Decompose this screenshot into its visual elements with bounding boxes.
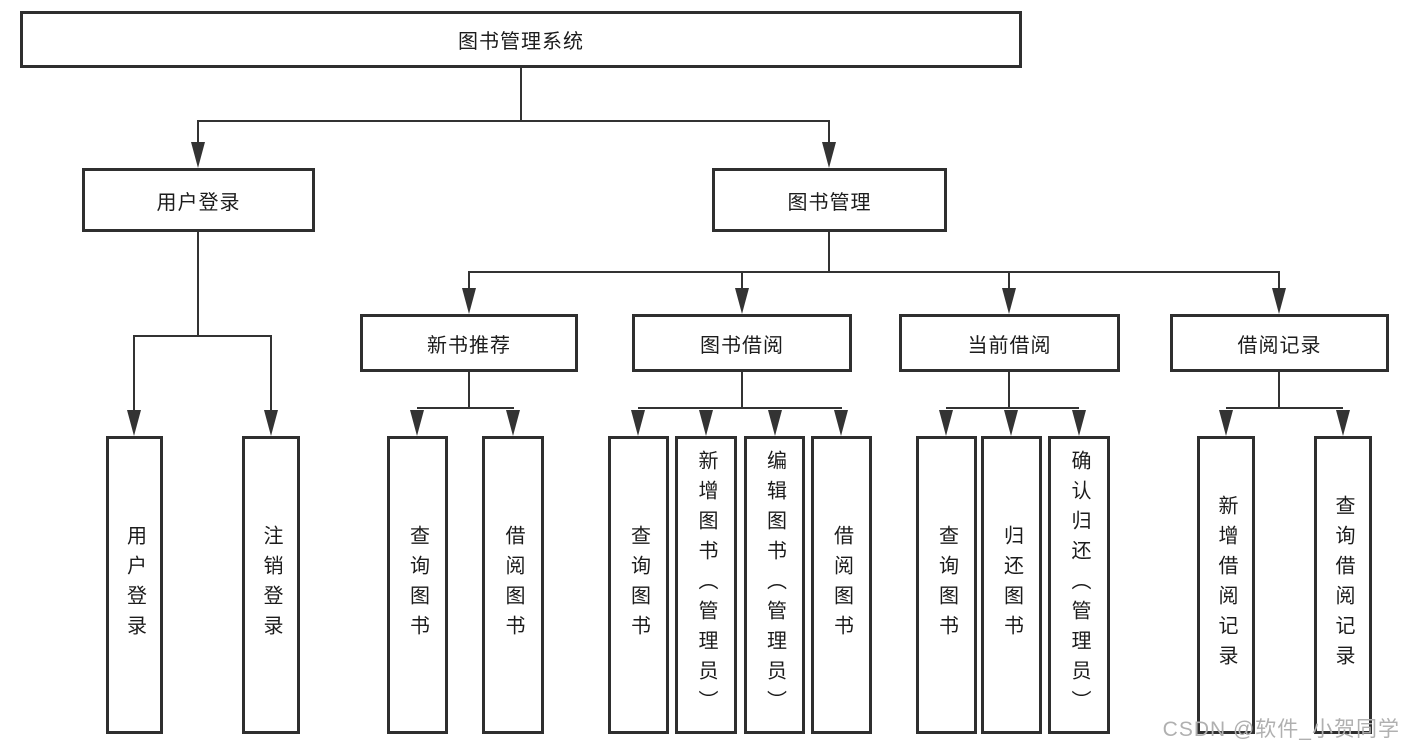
leaf-add-book-admin: 新增图书（管理员） xyxy=(675,436,737,734)
leaf-logout: 注销登录 xyxy=(242,436,300,734)
connector-book-mgmt-drop xyxy=(828,232,830,272)
leaf-confirm-return-admin: 确认归还（管理员） xyxy=(1048,436,1110,734)
arrow-down-icon xyxy=(822,142,836,168)
connector-current-drop xyxy=(1008,372,1010,408)
node-new-book-recommend-label: 新书推荐 xyxy=(427,334,511,357)
leaf-borrow-book: 借阅图书 xyxy=(811,436,872,734)
leaf-add-book-admin-label: 新增图书（管理员） xyxy=(695,450,717,720)
arrow-down-icon xyxy=(735,288,749,314)
connector-user-login-drop xyxy=(197,232,199,336)
node-user-login-label: 用户登录 xyxy=(156,191,241,214)
connector-borrow-drop xyxy=(741,372,743,408)
connector-level3-stub xyxy=(741,271,743,292)
connector-records-bus xyxy=(1226,407,1343,409)
leaf-recommend-query-book-label: 查询图书 xyxy=(406,525,429,645)
arrow-down-icon xyxy=(939,410,953,436)
arrow-down-icon xyxy=(768,410,782,436)
connector-level3-bus xyxy=(468,271,1280,273)
leaf-current-query-book: 查询图书 xyxy=(916,436,977,734)
connector-recommend-drop xyxy=(468,372,470,408)
node-borrow-records-label: 借阅记录 xyxy=(1237,334,1322,357)
node-new-book-recommend: 新书推荐 xyxy=(360,314,578,372)
connector-records-drop xyxy=(1278,372,1280,408)
arrow-down-icon xyxy=(410,410,424,436)
connector-level3-stub xyxy=(1278,271,1280,292)
leaf-current-query-book-label: 查询图书 xyxy=(935,525,958,645)
node-borrow-records: 借阅记录 xyxy=(1170,314,1389,372)
arrow-down-icon xyxy=(264,410,278,436)
leaf-confirm-return-admin-label: 确认归还（管理员） xyxy=(1068,450,1090,720)
connector-user-login-stub xyxy=(197,120,199,146)
arrow-down-icon xyxy=(1272,288,1286,314)
node-book-management: 图书管理 xyxy=(712,168,947,232)
arrow-down-icon xyxy=(1336,410,1350,436)
node-book-management-label: 图书管理 xyxy=(787,191,872,214)
arrow-down-icon xyxy=(834,410,848,436)
arrow-down-icon xyxy=(1004,410,1018,436)
arrow-down-icon xyxy=(1219,410,1233,436)
leaf-recommend-borrow-book: 借阅图书 xyxy=(482,436,544,734)
leaf-user-login: 用户登录 xyxy=(106,436,163,734)
leaf-user-login-label: 用户登录 xyxy=(123,525,146,645)
connector-borrow-bus xyxy=(638,407,842,409)
leaf-query-borrow-record-label: 查询借阅记录 xyxy=(1332,495,1354,675)
leaf-recommend-query-book: 查询图书 xyxy=(387,436,448,734)
connector-root-drop xyxy=(520,68,522,121)
connector-level3-stub xyxy=(468,271,470,292)
connector-recommend-bus xyxy=(417,407,514,409)
arrow-down-icon xyxy=(191,142,205,168)
leaf-logout-label: 注销登录 xyxy=(260,525,282,645)
node-book-borrow: 图书借阅 xyxy=(632,314,852,372)
leaf-query-borrow-record: 查询借阅记录 xyxy=(1314,436,1372,734)
leaf-recommend-borrow-book-label: 借阅图书 xyxy=(502,525,524,645)
arrow-down-icon xyxy=(699,410,713,436)
connector-user-login-bus xyxy=(133,335,272,337)
arrow-down-icon xyxy=(631,410,645,436)
connector-level2-bus xyxy=(197,120,830,122)
leaf-return-book-label: 归还图书 xyxy=(1000,525,1023,645)
connector-book-mgmt-stub xyxy=(828,120,830,146)
connector-current-bus xyxy=(946,407,1079,409)
node-book-borrow-label: 图书借阅 xyxy=(700,334,784,357)
csdn-watermark: CSDN @软件_小贺同学 xyxy=(1162,718,1400,741)
arrow-down-icon xyxy=(1072,410,1086,436)
node-current-borrow: 当前借阅 xyxy=(899,314,1120,372)
leaf-add-borrow-record: 新增借阅记录 xyxy=(1197,436,1255,734)
leaf-borrow-query-book: 查询图书 xyxy=(608,436,669,734)
leaf-edit-book-admin-label: 编辑图书（管理员） xyxy=(763,450,786,720)
arrow-down-icon xyxy=(506,410,520,436)
node-root: 图书管理系统 xyxy=(20,11,1022,68)
leaf-edit-book-admin: 编辑图书（管理员） xyxy=(744,436,805,734)
node-current-borrow-label: 当前借阅 xyxy=(967,334,1052,357)
connector-leaf-stub xyxy=(270,335,272,412)
arrow-down-icon xyxy=(1002,288,1016,314)
arrow-down-icon xyxy=(462,288,476,314)
node-root-label: 图书管理系统 xyxy=(458,31,584,53)
connector-level3-stub xyxy=(1008,271,1010,292)
leaf-return-book: 归还图书 xyxy=(981,436,1042,734)
connector-leaf-stub xyxy=(133,335,135,412)
leaf-borrow-book-label: 借阅图书 xyxy=(830,525,853,645)
leaf-add-borrow-record-label: 新增借阅记录 xyxy=(1215,495,1237,675)
arrow-down-icon xyxy=(127,410,141,436)
leaf-borrow-query-book-label: 查询图书 xyxy=(627,525,650,645)
node-user-login: 用户登录 xyxy=(82,168,315,232)
